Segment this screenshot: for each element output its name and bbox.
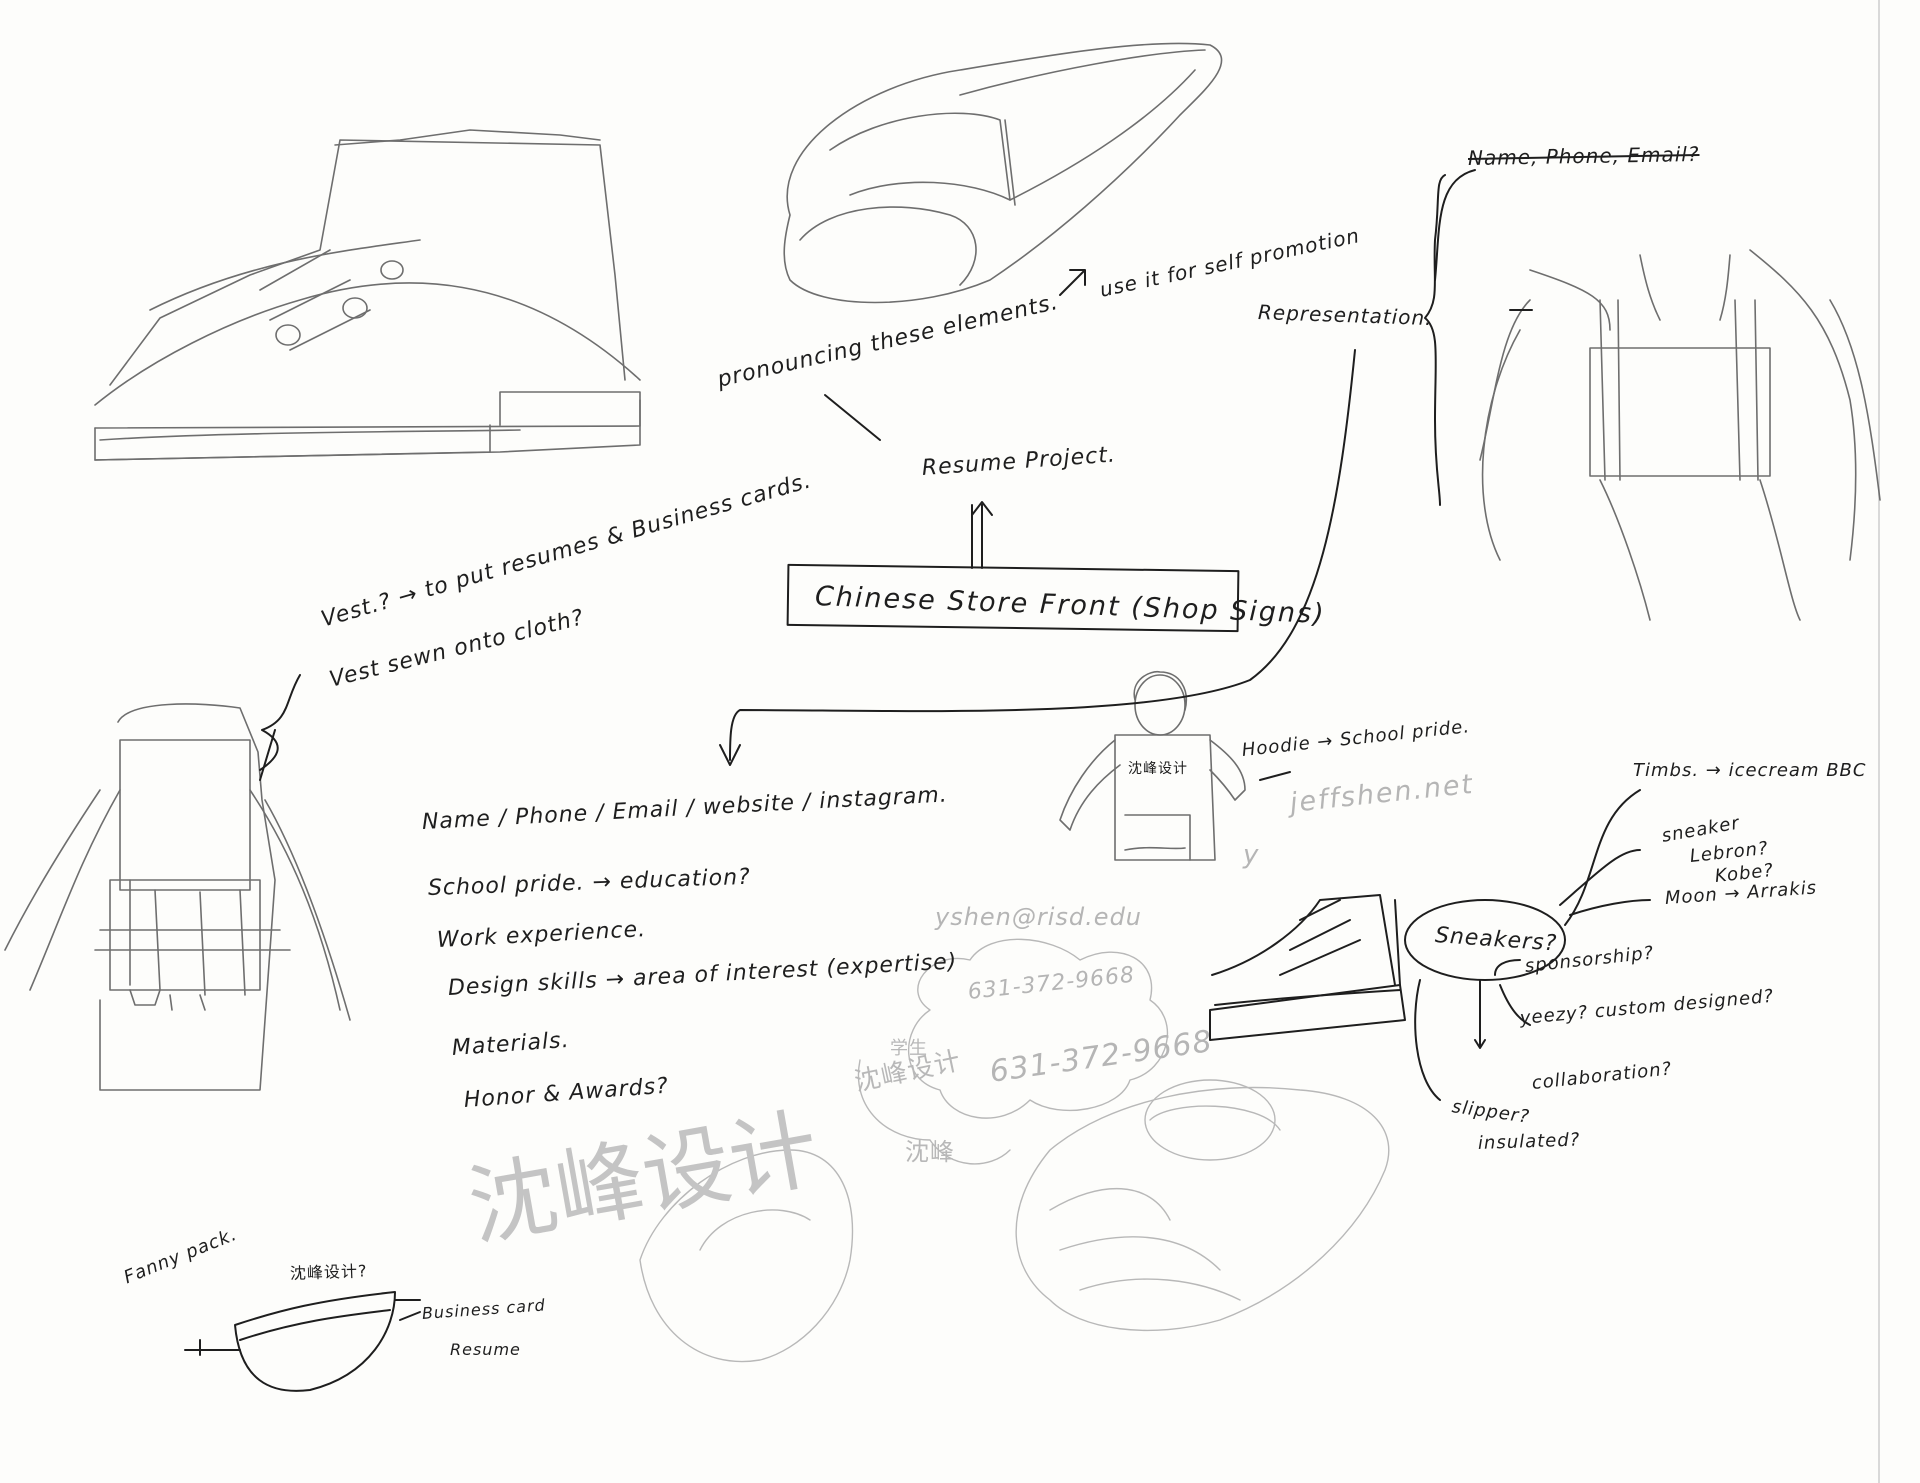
insulated-text: insulated? (1477, 1129, 1581, 1154)
fanny-pack-sketch (184, 1291, 421, 1392)
slipper-sketch (783, 42, 1223, 304)
torso-harness-sketch (1424, 174, 1881, 621)
hoodie-sketch (1059, 671, 1246, 861)
large-slipper-sketch (1015, 1079, 1390, 1332)
ink-connectors (259, 169, 1533, 781)
resume-text: Resume (450, 1340, 521, 1359)
initial-y-text: y (1243, 840, 1260, 870)
representation-text: Representation. (1257, 300, 1433, 331)
boot-sketch (94, 129, 641, 461)
email-text: yshen@risd.edu (935, 903, 1143, 931)
cloud-cn-small-text: 沈峰 (905, 1138, 955, 1166)
header-strike-text: Name, Phone, Email? (1467, 141, 1700, 170)
sneaker-small-sketch (1209, 894, 1406, 1041)
small-slipper-sketch (639, 1149, 854, 1363)
fanny-cn-text: 沈峰设计? (289, 1261, 368, 1283)
hoodie-print-text: 沈峰设计 (1128, 761, 1188, 777)
sneakers-hub (1404, 789, 1651, 1101)
vest-sketch (4, 703, 351, 1091)
page-edge (1878, 0, 1880, 1483)
cloud-cn-top-text: 学生 (890, 1038, 928, 1059)
timbs-text: Timbs. → icecream BBC (1633, 760, 1867, 781)
cloud-outline (857, 938, 1169, 1165)
